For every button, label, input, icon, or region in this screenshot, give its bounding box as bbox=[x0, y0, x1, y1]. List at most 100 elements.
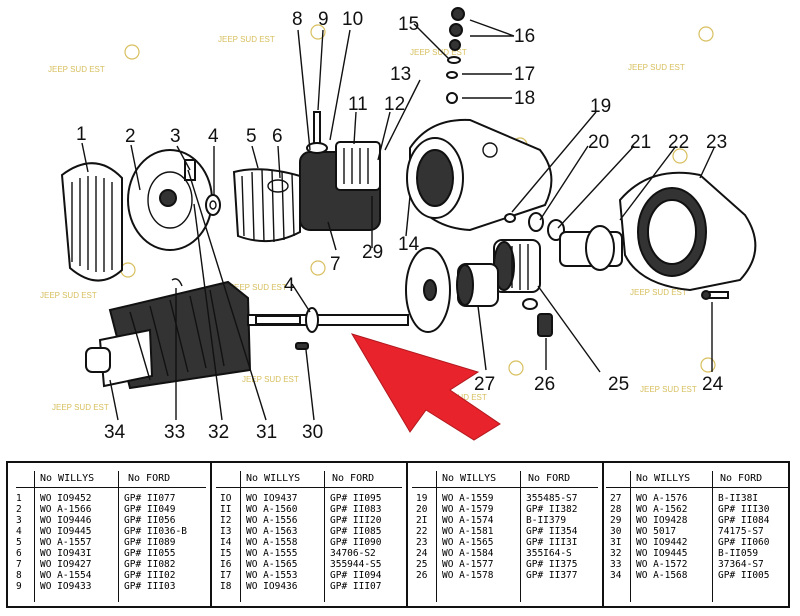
watermark-text: JEEP SUD EST bbox=[218, 35, 275, 44]
table-header: No WILLYS No FORD bbox=[16, 471, 206, 488]
part-2-end-plate bbox=[127, 149, 213, 251]
callout-label: 6 bbox=[272, 126, 283, 147]
willys-number: WO A-1574 bbox=[442, 515, 494, 526]
ford-number: GP# II083 bbox=[330, 504, 382, 515]
willys-number: WO IO9442 bbox=[636, 537, 688, 548]
item-number: 8 bbox=[16, 570, 22, 581]
ford-number: GP# II089 bbox=[124, 537, 176, 548]
ford-number: B-II38I bbox=[718, 493, 759, 504]
watermark-text: JEEP SUD EST bbox=[52, 403, 109, 412]
callout-label: 4 bbox=[284, 275, 295, 296]
willys-number: WO A-1579 bbox=[442, 504, 494, 515]
watermark-text: JEEP SUD EST bbox=[230, 283, 287, 292]
table-panel-2: No WILLYS No FORD IO II I2 I3 I4 I5 I6 I… bbox=[216, 471, 402, 602]
ford-number: GP# III02 bbox=[124, 570, 176, 581]
callout-label: 19 bbox=[590, 96, 611, 117]
willys-header: No WILLYS bbox=[40, 473, 95, 484]
item-number: 2 bbox=[16, 504, 22, 515]
item-number: I4 bbox=[220, 537, 232, 548]
callout-label: 2 bbox=[125, 126, 136, 147]
watermark-text: JEEP SUD EST bbox=[630, 288, 687, 297]
item-number: I2 bbox=[220, 515, 232, 526]
callout-label: 5 bbox=[246, 126, 257, 147]
willys-number: WO A-1562 bbox=[636, 504, 688, 515]
callout-numbers: 1 2 3 4 5 6 7 8 9 10 11 12 13 14 15 16 1… bbox=[76, 9, 727, 443]
willys-number: WO A-1553 bbox=[246, 570, 298, 581]
callout-label: 15 bbox=[398, 14, 419, 35]
item-number: 3 bbox=[16, 515, 22, 526]
watermark-text: JEEP SUD EST bbox=[410, 48, 467, 57]
item-number: 3I bbox=[610, 537, 622, 548]
part-27-sleeve bbox=[456, 263, 499, 307]
item-number: 24 bbox=[416, 548, 428, 559]
callout-label: 24 bbox=[702, 374, 724, 395]
ford-header: No FORD bbox=[720, 473, 763, 484]
willys-number: WO IO9428 bbox=[636, 515, 688, 526]
parts-20-21-drive bbox=[504, 212, 623, 271]
ford-number: GP# II095 bbox=[330, 493, 382, 504]
ford-number: GP# II382 bbox=[526, 504, 578, 515]
willys-number: WO IO9437 bbox=[246, 493, 298, 504]
item-number: 22 bbox=[416, 526, 428, 537]
callout-label: 34 bbox=[104, 422, 126, 443]
watermark-text: JEEP SUD EST bbox=[628, 63, 685, 72]
item-number: I3 bbox=[220, 526, 232, 537]
ford-number: GP# II354 bbox=[526, 526, 578, 537]
callout-label: 7 bbox=[330, 254, 341, 275]
item-number: 27 bbox=[610, 493, 622, 504]
willys-number: WO IO9436 bbox=[246, 581, 298, 592]
willys-number: WO A-1578 bbox=[442, 570, 494, 581]
ford-number: GP# III07 bbox=[330, 581, 382, 592]
willys-number: WO A-1581 bbox=[442, 526, 494, 537]
ford-number: GP# II049 bbox=[124, 504, 176, 515]
item-numbers: 1 2 3 4 5 6 7 8 9 bbox=[16, 493, 22, 592]
part-11-field-coil-assembly bbox=[267, 111, 381, 231]
willys-number: WO A-1560 bbox=[246, 504, 298, 515]
ford-numbers: B-II38I GP# III30 GP# II084 74175-S7 GP#… bbox=[718, 493, 769, 581]
willys-number: WO A-1559 bbox=[442, 493, 494, 504]
watermark-text: JEEP SUD EST bbox=[242, 375, 299, 384]
item-number: 25 bbox=[416, 559, 428, 570]
item-number: 28 bbox=[610, 504, 622, 515]
willys-number: WO IO9427 bbox=[40, 559, 92, 570]
item-number: 26 bbox=[416, 570, 428, 581]
item-number: 32 bbox=[610, 548, 622, 559]
callout-label: 33 bbox=[164, 422, 185, 443]
item-number: 4 bbox=[16, 526, 22, 537]
willys-number: WO IO9452 bbox=[40, 493, 92, 504]
willys-number: WO A-1577 bbox=[442, 559, 494, 570]
item-numbers: 19 20 2I 22 23 24 25 26 bbox=[416, 493, 427, 581]
willys-numbers: WO A-1576 WO A-1562 WO IO9428 WO 5017 WO… bbox=[636, 493, 687, 581]
ford-number: GP# II377 bbox=[526, 570, 578, 581]
table-header: No WILLYS No FORD bbox=[216, 471, 402, 488]
item-number: 2I bbox=[416, 515, 428, 526]
willys-number: WO A-1572 bbox=[636, 559, 688, 570]
callout-label: 9 bbox=[318, 9, 329, 30]
part-23-drive-housing bbox=[618, 171, 757, 292]
table-panel-1: No WILLYS No FORD 1 2 3 4 5 6 7 8 9 WO I… bbox=[16, 471, 206, 602]
part-25-pinion bbox=[493, 239, 541, 293]
watermark-text: JEEP SUD EST bbox=[40, 291, 97, 300]
callout-label: 22 bbox=[668, 132, 689, 153]
item-number: 9 bbox=[16, 581, 22, 592]
ford-number: 355I64-S bbox=[526, 548, 572, 559]
callout-label: 14 bbox=[398, 234, 420, 255]
callout-label: 30 bbox=[302, 422, 323, 443]
part-30-key bbox=[295, 342, 309, 350]
willys-number: WO A-1557 bbox=[40, 537, 92, 548]
willys-number: WO A-1558 bbox=[246, 537, 298, 548]
willys-number: WO A-1554 bbox=[40, 570, 92, 581]
item-number: I8 bbox=[220, 581, 232, 592]
callout-label: 25 bbox=[608, 374, 629, 395]
callout-label: 1 bbox=[76, 124, 87, 145]
ford-number: GP# III03 bbox=[124, 581, 176, 592]
callout-label: 20 bbox=[588, 132, 609, 153]
willys-number: WO IO943I bbox=[40, 548, 92, 559]
item-number: 30 bbox=[610, 526, 622, 537]
ford-header: No FORD bbox=[128, 473, 171, 484]
ford-number: GP# II077 bbox=[124, 493, 176, 504]
callout-label: 26 bbox=[534, 374, 555, 395]
callout-label: 29 bbox=[362, 242, 383, 263]
ford-number: 355485-S7 bbox=[526, 493, 578, 504]
ford-number: GP# II094 bbox=[330, 570, 382, 581]
